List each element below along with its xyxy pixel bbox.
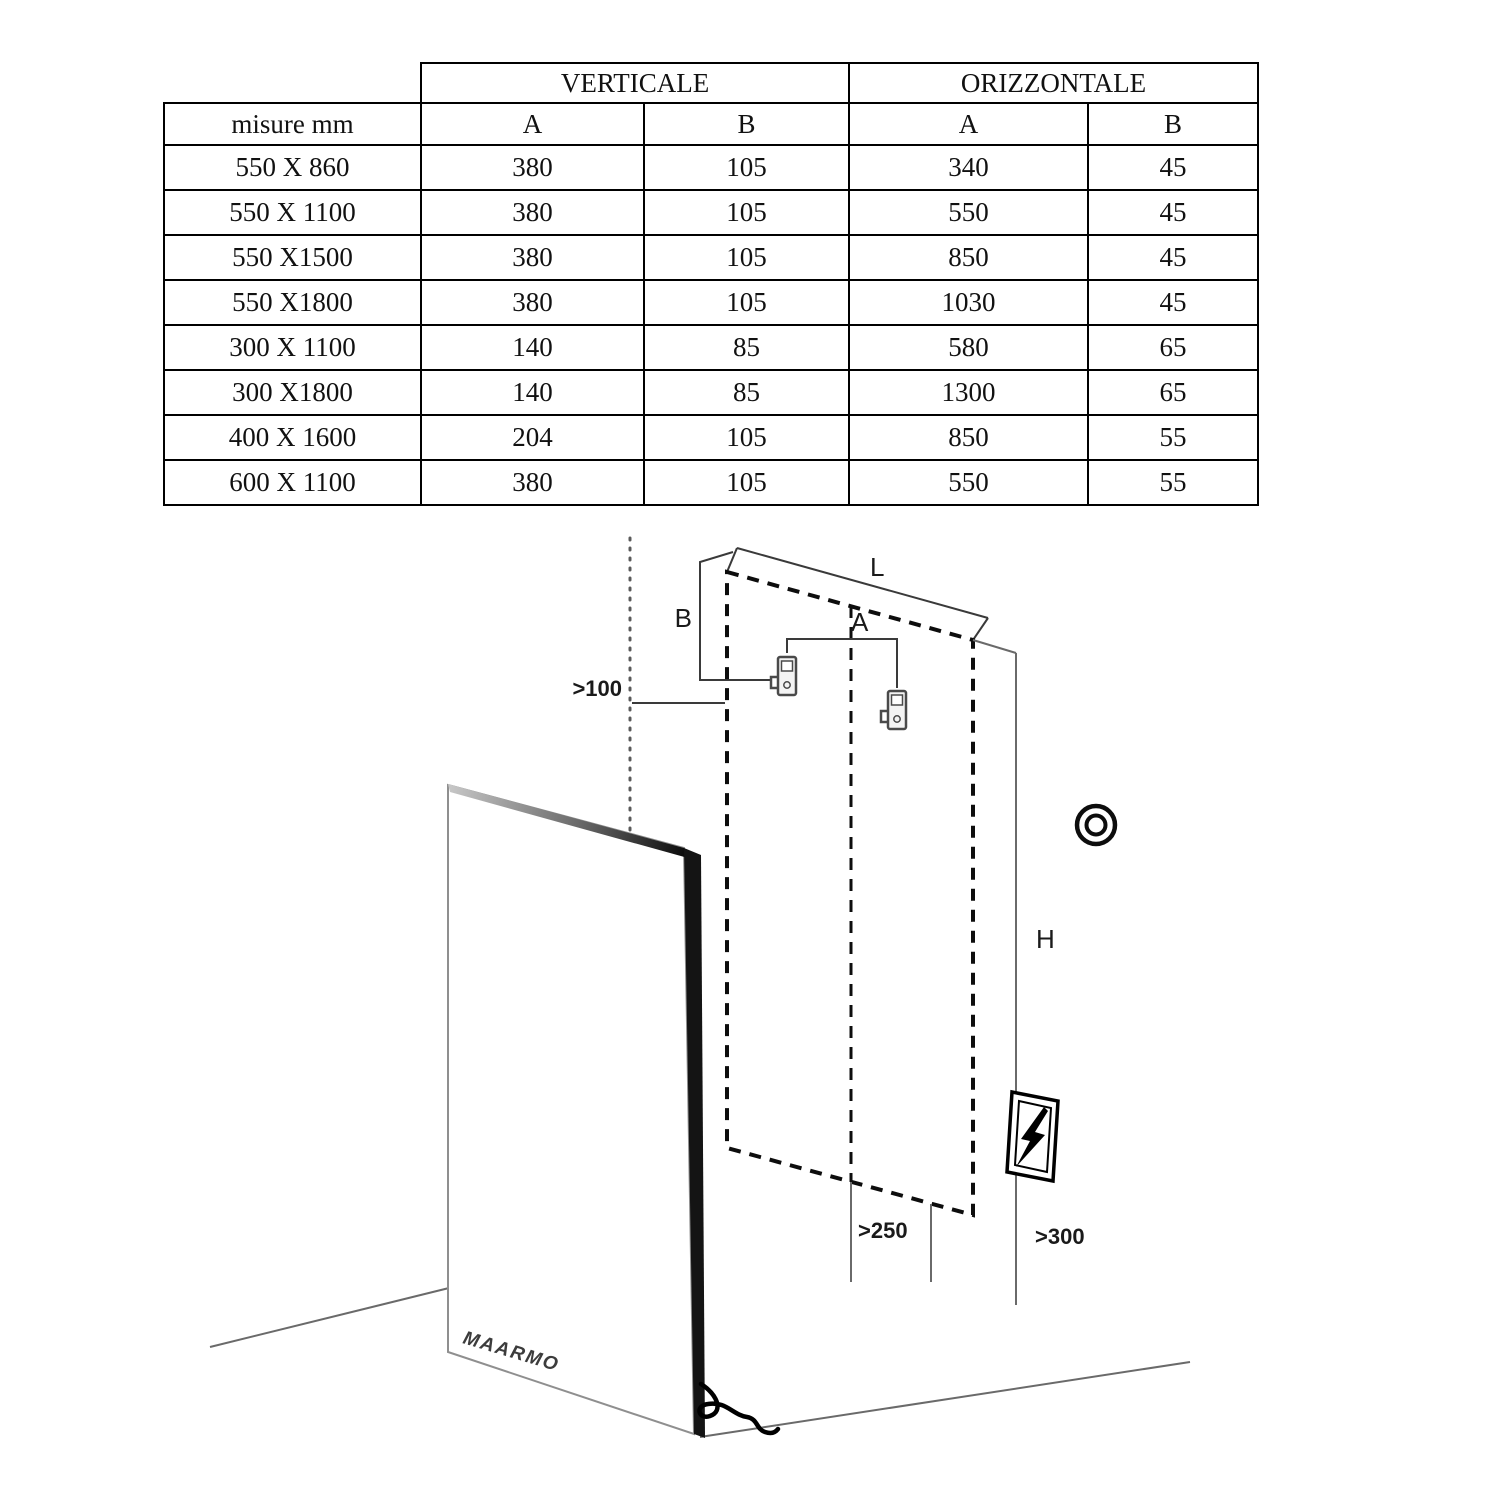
col-header-vert-b: B [642,102,851,146]
floor-line-left [209,1287,450,1348]
table-row: 550 X 1100 380 105 550 45 [163,189,1260,236]
mounting-bracket-icon [769,655,798,697]
cell-size: 300 X1800 [163,369,422,416]
table-row: 550 X1500 380 105 850 45 [163,234,1260,281]
cell-vert-a: 140 [420,324,645,371]
floor-line-right [699,1361,1191,1438]
cell-oriz-a: 850 [848,234,1090,281]
cell-size: 600 X 1100 [163,459,422,506]
label-height: H [1036,924,1055,954]
table-row: 300 X 1100 140 85 580 65 [163,324,1260,371]
cell-oriz-b: 45 [1087,189,1260,236]
cell-vert-b: 105 [642,279,851,326]
cell-oriz-a: 1300 [848,369,1090,416]
length-dimension-line [736,547,989,619]
group-header-orizzontale: ORIZZONTALE [848,62,1260,104]
group-header-verticale: VERTICALE [419,62,851,104]
electric-socket-icon [1005,1089,1060,1184]
cell-oriz-b: 65 [1087,369,1260,416]
table-group-header-row: VERTICALE ORIZZONTALE [164,62,1260,104]
mounting-bracket-icon [879,689,908,731]
col-header-oriz-a: A [848,102,1090,146]
cell-oriz-b: 55 [1087,459,1260,506]
label-b-dimension: B [675,603,692,633]
cell-vert-a: 140 [420,369,645,416]
cell-oriz-b: 55 [1087,414,1260,461]
cell-size: 550 X1500 [163,234,422,281]
cell-size: 550 X1800 [163,279,422,326]
table-row: 600 X 1100 380 105 550 55 [163,459,1260,506]
col-header-vert-a: A [420,102,645,146]
cell-vert-b: 105 [642,414,851,461]
cell-oriz-a: 550 [848,189,1090,236]
cell-oriz-a: 580 [848,324,1090,371]
cell-oriz-b: 45 [1087,279,1260,326]
power-outlet-icon [1074,803,1118,847]
cell-oriz-a: 340 [848,144,1090,191]
panel-side-edge [684,848,705,1438]
length-tick-left [726,547,738,573]
cell-vert-b: 105 [642,459,851,506]
cell-vert-b: 85 [642,324,851,371]
cell-size: 550 X 860 [163,144,422,191]
cell-vert-a: 380 [420,189,645,236]
length-tick-right [972,617,989,641]
cell-oriz-a: 850 [848,414,1090,461]
cell-vert-a: 380 [420,234,645,281]
cell-vert-a: 380 [420,144,645,191]
col-header-misure-mm: misure mm [163,102,422,146]
cell-vert-a: 380 [420,279,645,326]
table-row: 300 X1800 140 85 1300 65 [163,369,1260,416]
measurements-table: VERTICALE ORIZZONTALE misure mm A B A B … [163,62,1260,506]
cell-oriz-b: 45 [1087,234,1260,281]
cell-oriz-b: 45 [1087,144,1260,191]
label-a-dimension: A [851,607,869,637]
label-min-side-clearance: >300 [1035,1224,1085,1249]
cell-vert-b: 105 [642,144,851,191]
table-corner-empty-cell [164,63,421,103]
cell-vert-b: 85 [642,369,851,416]
cell-vert-a: 380 [420,459,645,506]
cell-size: 400 X 1600 [163,414,422,461]
heating-panel: MAARMO [447,783,705,1438]
cell-size: 550 X 1100 [163,189,422,236]
cell-oriz-b: 65 [1087,324,1260,371]
power-cord [697,1381,781,1436]
label-min-bottom-clearance: >250 [858,1218,908,1243]
table-row: 550 X1800 380 105 1030 45 [163,279,1260,326]
cell-oriz-a: 550 [848,459,1090,506]
mounting-outline-dashed [725,569,975,1218]
table-row: 400 X 1600 204 105 850 55 [163,414,1260,461]
cell-size: 300 X 1100 [163,324,422,371]
cell-vert-a: 204 [420,414,645,461]
table-row: 550 X 860 380 105 340 45 [163,144,1260,191]
lightning-bolt-icon [1016,1107,1048,1167]
label-length: L [870,552,884,582]
cell-vert-b: 105 [642,189,851,236]
installation-diagram: >100 L B A H [209,536,1191,1438]
table-column-header-row: misure mm A B A B [163,102,1260,146]
cell-vert-b: 105 [642,234,851,281]
h-connector-line [972,639,1017,654]
label-min-top-clearance: >100 [572,676,622,701]
cell-oriz-a: 1030 [848,279,1090,326]
a-dimension-line [786,638,898,688]
col-header-oriz-b: B [1087,102,1260,146]
panel-top-edge [448,784,688,858]
b-dimension-line [699,551,772,681]
